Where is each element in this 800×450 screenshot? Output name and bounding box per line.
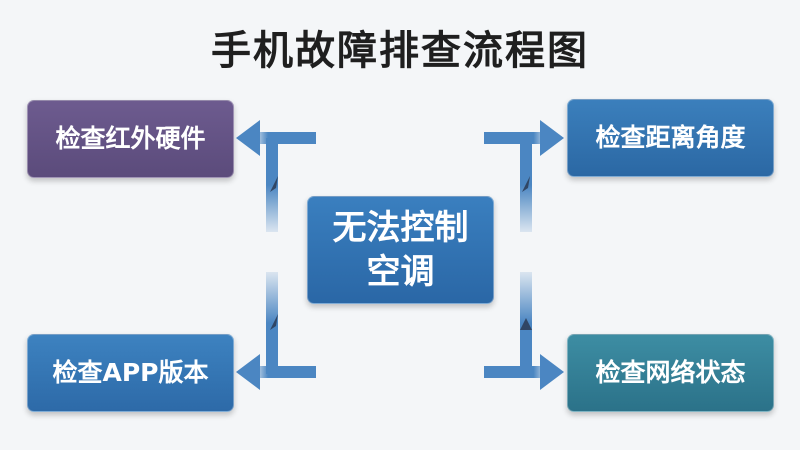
step-check-app-version: 检查APP版本 <box>27 334 234 412</box>
arrow-to-bottom-right <box>484 272 564 390</box>
arrow-to-top-right <box>484 120 564 232</box>
step-check-infrared-hardware: 检查红外硬件 <box>27 100 234 178</box>
step-check-network-status: 检查网络状态 <box>567 334 774 412</box>
step-check-distance-angle: 检查距离角度 <box>567 99 774 177</box>
problem-line-2: 空调 <box>366 252 435 292</box>
arrow-to-bottom-left <box>236 272 316 390</box>
arrow-to-top-left <box>236 120 316 232</box>
problem-node: 无法控制 空调 <box>307 196 494 304</box>
problem-line-1: 无法控制 <box>332 208 469 248</box>
diagram-title: 手机故障排查流程图 <box>211 28 589 74</box>
